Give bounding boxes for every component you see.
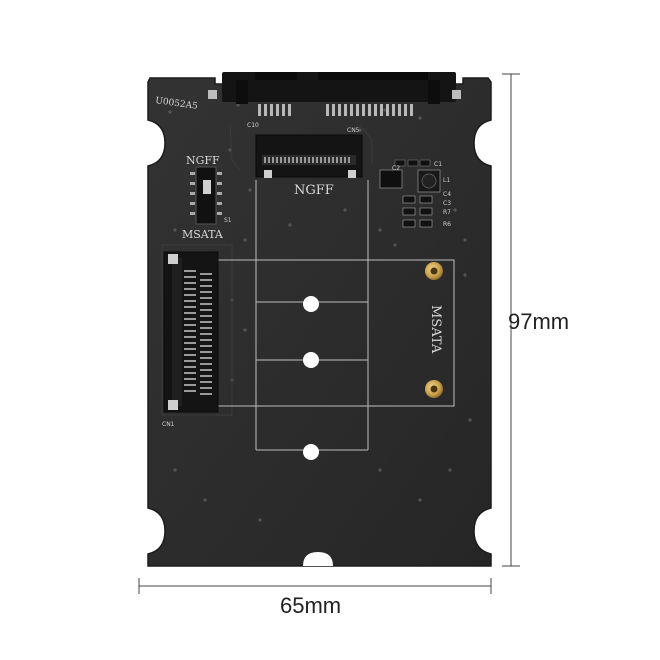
bottom-notch — [303, 552, 333, 566]
width-dimension — [138, 578, 492, 594]
silk-msata-switch: MSATA — [182, 228, 224, 241]
ngff-hole-1 — [303, 296, 319, 312]
silk-switch-ref: S1 — [224, 217, 232, 224]
silk-c3: C3 — [443, 200, 451, 207]
pcb-vias — [168, 103, 472, 522]
width-label: 65mm — [280, 593, 341, 618]
msata-slot: CN1 — [162, 251, 219, 428]
silk-r7: R7 — [443, 209, 451, 216]
silk-ngff-slot: NGFF — [294, 183, 334, 198]
regulator-components: C2 C1 L1 C4 C3 R7 R6 — [379, 159, 451, 228]
silk-l1: L1 — [443, 177, 450, 184]
silk-c2: C2 — [392, 165, 400, 172]
ngff-hole-3 — [303, 444, 319, 460]
brass-standoff-top — [425, 262, 443, 280]
sata-connector — [222, 72, 456, 116]
sata-pad-left — [208, 90, 217, 99]
height-dimension — [502, 73, 520, 567]
silk-c1: C1 — [434, 161, 442, 168]
silk-msata-mount: MSATA — [428, 305, 443, 354]
ngff-slot: CN5 NGFF — [255, 127, 363, 198]
mode-switch: NGFF S1 MSATA — [182, 154, 232, 241]
brass-standoff-bottom — [425, 380, 443, 398]
sata-pad-right — [452, 90, 461, 99]
silk-cn5: CN5 — [347, 127, 360, 134]
pcb-traces — [161, 124, 373, 416]
adapter-pcb: U0052A5 C10 NGFF S1 MSATA CN5 — [147, 72, 492, 567]
silk-cn1: CN1 — [162, 421, 175, 428]
silk-c4: C4 — [443, 191, 451, 198]
silk-ngff-switch: NGFF — [186, 154, 220, 167]
silk-c10: C10 — [247, 122, 259, 129]
silk-r6: R6 — [443, 221, 451, 228]
sata-pins — [258, 104, 413, 116]
height-label: 97mm — [508, 309, 569, 334]
ngff-hole-2 — [303, 352, 319, 368]
